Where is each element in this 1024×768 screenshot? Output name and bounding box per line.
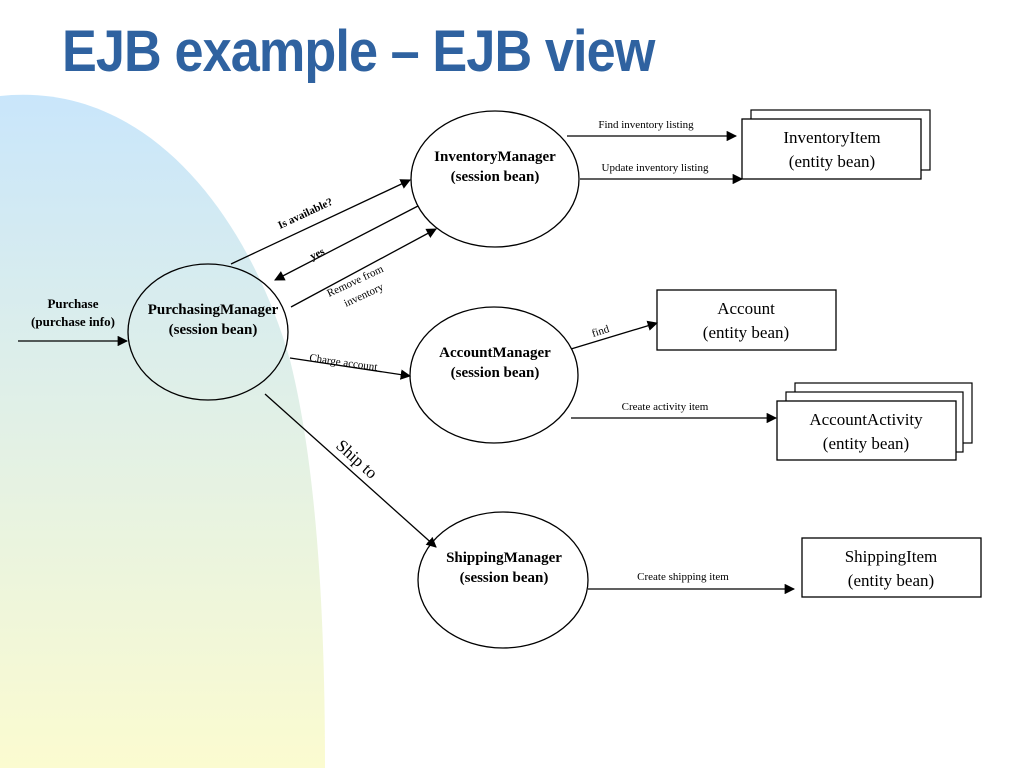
edge-ship-to: Ship to xyxy=(264,393,437,548)
inventory-manager-kind: (session bean) xyxy=(451,169,540,185)
page-title: EJB example – EJB view xyxy=(62,19,655,84)
find-label: find xyxy=(590,323,611,340)
purchase-label: Purchase xyxy=(47,296,98,311)
find-inventory-label: Find inventory listing xyxy=(598,119,694,131)
purchasing-manager-node: PurchasingManager (session bean) xyxy=(127,263,289,401)
inventory-item-name: InventoryItem xyxy=(783,128,880,147)
edge-update-inventory-listing: Update inventory listing xyxy=(580,162,744,185)
update-inventory-label: Update inventory listing xyxy=(602,162,709,174)
purchasing-manager-name: PurchasingManager xyxy=(148,302,279,318)
shipping-item-name: ShippingItem xyxy=(845,547,938,566)
account-activity-entity: AccountActivity (entity bean) xyxy=(776,382,973,461)
account-activity-kind: (entity bean) xyxy=(823,434,909,453)
edge-find: find xyxy=(570,320,658,350)
account-manager-name: AccountManager xyxy=(439,345,551,361)
charge-account-label: Charge account xyxy=(309,352,379,373)
shipping-manager-name: ShippingManager xyxy=(446,550,562,566)
account-entity: Account (entity bean) xyxy=(656,289,837,351)
is-available-label: Is available? xyxy=(276,196,335,232)
edge-charge-account: Charge account xyxy=(289,352,412,380)
account-manager-node: AccountManager (session bean) xyxy=(409,306,579,444)
account-name: Account xyxy=(717,299,775,318)
edge-find-inventory-listing: Find inventory listing xyxy=(567,119,738,142)
shipping-manager-kind: (session bean) xyxy=(460,570,549,586)
create-activity-label: Create activity item xyxy=(622,401,709,413)
account-activity-name: AccountActivity xyxy=(809,410,923,429)
yes-label: yes xyxy=(308,245,327,262)
shipping-item-kind: (entity bean) xyxy=(848,571,934,590)
account-kind: (entity bean) xyxy=(703,323,789,342)
purchase-info-label: (purchase info) xyxy=(31,314,115,329)
edge-remove-from-inventory: Remove from inventory xyxy=(290,228,437,310)
shipping-item-entity: ShippingItem (entity bean) xyxy=(801,537,982,598)
edge-yes: yes xyxy=(274,205,419,281)
inventory-item-kind: (entity bean) xyxy=(789,152,875,171)
inventory-manager-name: InventoryManager xyxy=(434,149,556,165)
inventory-item-entity: InventoryItem (entity bean) xyxy=(741,109,931,180)
shipping-manager-node: ShippingManager (session bean) xyxy=(417,511,589,649)
edge-create-activity-item: Create activity item xyxy=(571,401,778,424)
purchasing-manager-kind: (session bean) xyxy=(169,322,258,338)
inventory-manager-node: InventoryManager (session bean) xyxy=(410,110,580,248)
create-shipping-label: Create shipping item xyxy=(637,571,729,583)
account-manager-kind: (session bean) xyxy=(451,365,540,381)
edge-create-shipping-item: Create shipping item xyxy=(588,571,796,595)
purchase-input: Purchase (purchase info) xyxy=(18,296,129,347)
